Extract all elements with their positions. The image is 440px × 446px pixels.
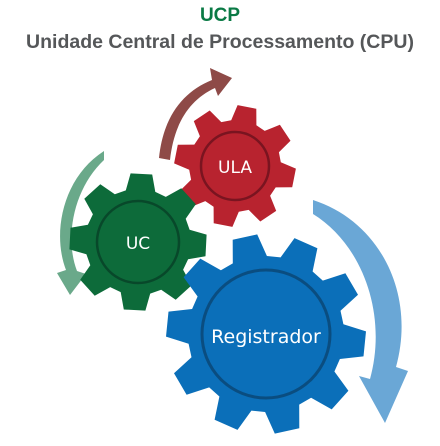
registrador-gear: Registrador — [166, 234, 366, 434]
ula-gear-body — [174, 105, 296, 227]
uc-gear-label: UC — [126, 234, 150, 254]
ula-gear: ULA — [174, 105, 296, 227]
ula-rotation-arrow — [159, 68, 232, 160]
registrador-rotation-arrow — [313, 200, 408, 423]
uc-rotation-arrow — [57, 151, 104, 295]
diagram-subtitle: Unidade Central de Processamento (CPU) — [26, 31, 414, 53]
registrador-gear-body — [166, 234, 366, 434]
ula-gear-ring — [199, 130, 271, 202]
uc-gear-body — [69, 173, 207, 311]
ula-gear-label: ULA — [218, 158, 252, 178]
registrador-gear-label: Registrador — [211, 326, 321, 348]
registrador-gear-ring — [200, 268, 332, 400]
uc-gear: UC — [69, 173, 207, 311]
diagram-title: UCP — [199, 5, 241, 26]
uc-gear-ring — [95, 199, 181, 285]
